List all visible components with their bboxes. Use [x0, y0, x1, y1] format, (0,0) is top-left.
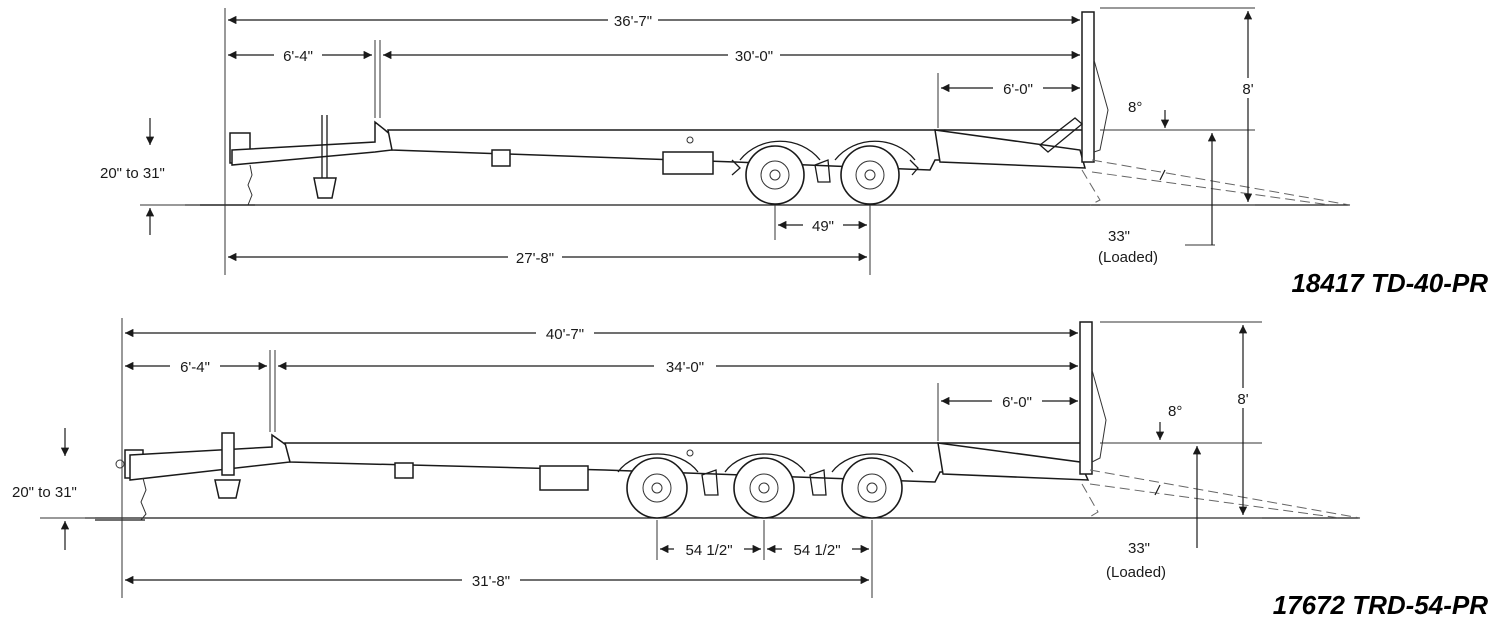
hitch-height-label: 20" to 31" [12, 484, 77, 501]
tongue-frame [129, 433, 291, 481]
model-title: 17672 TRD-54-PR [1273, 590, 1489, 620]
fender [739, 140, 821, 161]
gooseneck-length-label: 6'-4" [283, 48, 313, 65]
axle-spacing-2-label: 54 1/2" [793, 542, 840, 559]
gooseneck-length-label: 6'-4" [180, 359, 210, 376]
upright-ramp [1081, 11, 1095, 163]
deck-height-label: 33" [1128, 540, 1150, 557]
axle-spacing-1-label: 54 1/2" [685, 542, 732, 559]
fender [617, 453, 699, 473]
axle-spacing-label: 49" [812, 218, 834, 235]
height-label: 8' [1237, 391, 1248, 408]
height-label: 8' [1242, 81, 1253, 98]
trailer-2-drawing: 40'-7" 6'-4" 34'-0" 6'-0" 8' 8° 20" to 3… [12, 318, 1488, 620]
safety-chain [247, 164, 253, 206]
upright-ramp [1079, 321, 1093, 475]
ramp-down-position [1089, 469, 1361, 519]
ramp-length-label: 6'-0" [1003, 81, 1033, 98]
ramp-angle-label: 8° [1168, 403, 1182, 420]
hitch-to-axle-label: 27'-8" [516, 250, 554, 267]
toolbox [662, 151, 714, 175]
tongue-frame [231, 120, 393, 166]
axle-1 [626, 457, 688, 519]
hitch-height-label: 20" to 31" [100, 165, 165, 182]
overall-length-label: 36'-7" [614, 13, 652, 30]
deck-height-note: (Loaded) [1098, 249, 1158, 266]
beavertail [934, 129, 1086, 169]
deck-length-label: 30'-0" [735, 48, 773, 65]
ramp-angle-label: 8° [1128, 99, 1142, 116]
ramp-down-position [1091, 159, 1351, 206]
axle-2 [840, 145, 900, 205]
overall-length-label: 40'-7" [546, 326, 584, 343]
deck-length-label: 34'-0" [666, 359, 704, 376]
deck-height-label: 33" [1108, 228, 1130, 245]
beavertail [937, 442, 1090, 481]
toolbox [539, 465, 589, 491]
safety-chain [140, 477, 147, 521]
ramp-length-label: 6'-0" [1002, 394, 1032, 411]
deck-height-note: (Loaded) [1106, 564, 1166, 581]
hitch-to-axle-label: 31'-8" [472, 573, 510, 590]
jack-stand [221, 432, 235, 476]
trailer-1-drawing: 36'-7" 6'-4" 30'-0" 6'-0" 8' 8° 20" to 3… [100, 7, 1488, 298]
axle-1 [745, 145, 805, 205]
axle-2 [733, 457, 795, 519]
axle-3 [841, 457, 903, 519]
model-title: 18417 TD-40-PR [1291, 268, 1488, 298]
